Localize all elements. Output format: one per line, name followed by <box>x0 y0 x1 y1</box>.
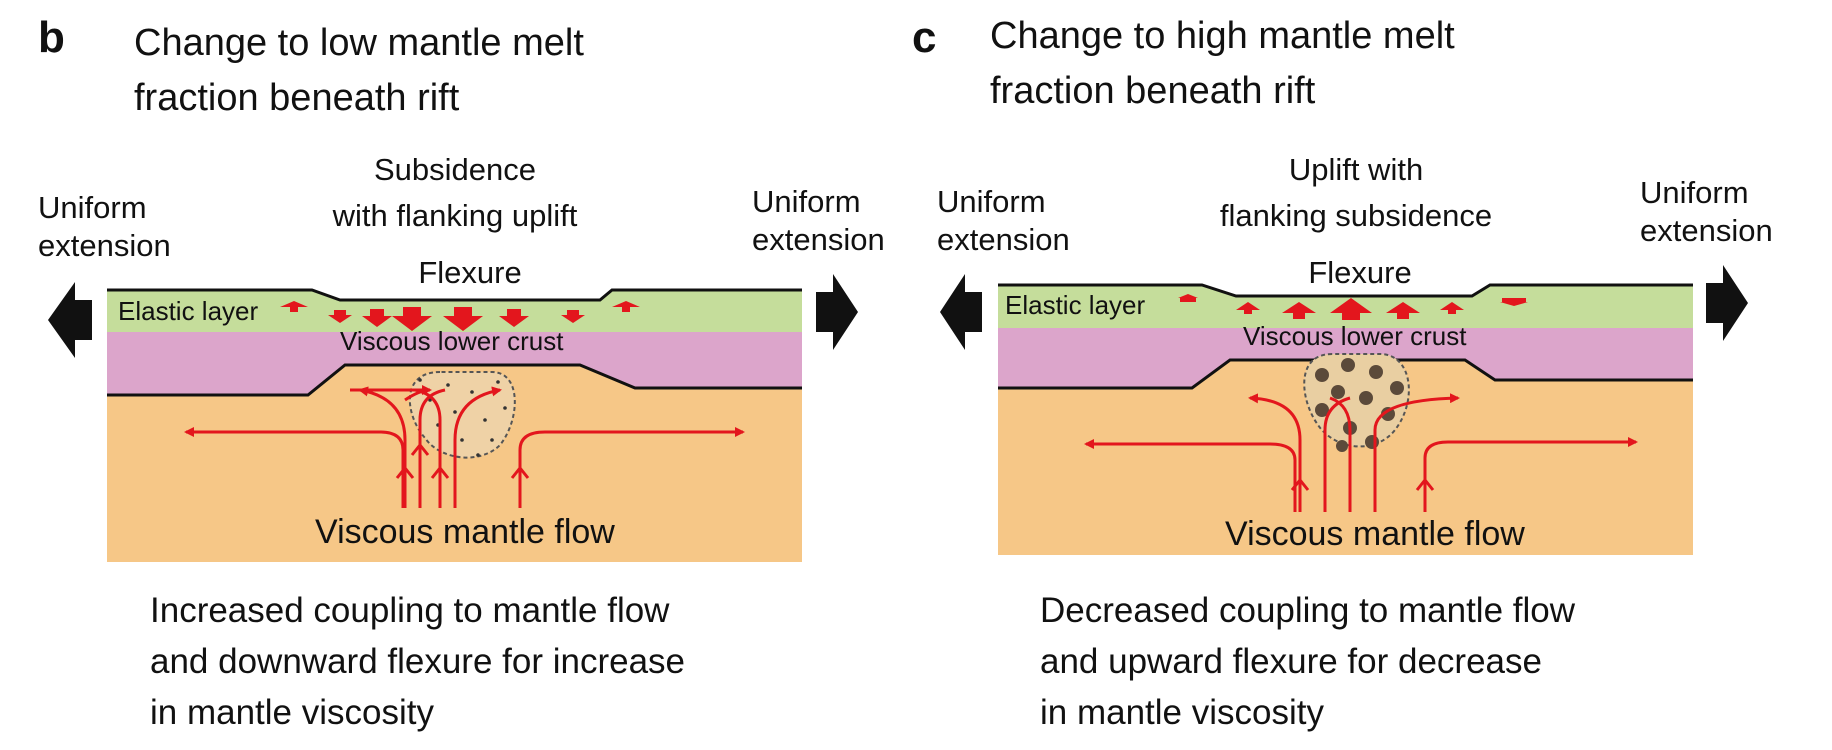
panel-title-line1: Change to low mantle melt <box>134 22 584 64</box>
flexure-arrow <box>1180 298 1196 302</box>
mantle-flow-label: Viscous mantle flow <box>1225 515 1525 553</box>
flow-arrow <box>1373 393 1460 512</box>
elastic-top-boundary <box>107 288 802 302</box>
flow-arrow <box>1329 396 1352 512</box>
flexure-arrow <box>1330 298 1372 320</box>
flexure-arrow <box>1236 302 1260 314</box>
flexure-arrow <box>1502 298 1526 302</box>
flexure-arrow <box>561 310 585 323</box>
caption-line1: Decreased coupling to mantle flow <box>1040 591 1576 630</box>
left-extension-label-line1: Uniform <box>38 190 147 225</box>
flow-arrow <box>1084 439 1297 512</box>
elastic-layer-label: Elastic layer <box>1005 290 1145 320</box>
elastic-layer-label: Elastic layer <box>118 296 258 326</box>
right-extension-arrow <box>816 274 858 350</box>
flow-arrow <box>453 386 502 508</box>
top-label-line2: with flanking uplift <box>332 198 578 233</box>
caption-line1: Increased coupling to mantle flow <box>150 591 670 630</box>
flow-arrow <box>418 388 446 508</box>
caption-line2: and downward flexure for increase <box>150 642 685 681</box>
caption-line3: in mantle viscosity <box>150 693 434 732</box>
right-extension-label-line2: extension <box>752 222 885 257</box>
top-label-line1: Subsidence <box>374 152 536 187</box>
flexure-label: Flexure <box>1308 255 1411 290</box>
flexure-arrow <box>499 309 529 327</box>
flexure-arrow <box>1500 302 1528 306</box>
left-extension-label-line2: extension <box>38 228 171 263</box>
panel-letter: c <box>912 13 936 62</box>
flow-arrow <box>358 386 407 508</box>
flexure-arrows <box>280 301 640 331</box>
flow-arrow <box>184 427 405 508</box>
right-extension-arrow <box>1706 265 1748 341</box>
flexure-arrow <box>1282 302 1316 319</box>
elastic-top-boundary <box>998 283 1693 298</box>
flow-arrow <box>1248 393 1302 512</box>
top-label-line1: Uplift with <box>1289 152 1423 187</box>
flow-arrow <box>1323 396 1351 512</box>
melt-dots <box>1315 358 1404 452</box>
flow-arrow <box>518 427 745 508</box>
lower-crust-label: Viscous lower crust <box>340 326 564 356</box>
left-extension-arrow <box>940 274 982 350</box>
caption-line2: and upward flexure for decrease <box>1040 642 1542 681</box>
mantle-flow-arrows <box>1084 393 1638 512</box>
mantle-layer <box>998 360 1693 555</box>
mantle-flow-arrows <box>184 385 745 508</box>
upflow-chevrons <box>1290 477 1435 491</box>
melt-zone <box>1303 353 1410 448</box>
crust-mantle-boundary <box>107 363 802 397</box>
flexure-arrow <box>362 309 392 327</box>
panel-c: c Change to high mantle melt fraction be… <box>912 13 1773 732</box>
flexure-arrow <box>1386 302 1420 319</box>
panel-letter: b <box>38 13 65 62</box>
caption-line3: in mantle viscosity <box>1040 693 1324 732</box>
right-extension-label-line1: Uniform <box>752 184 861 219</box>
panel-title-line1: Change to high mantle melt <box>990 15 1455 57</box>
flexure-label: Flexure <box>418 255 521 290</box>
flow-arrow <box>1423 437 1638 512</box>
left-extension-arrow <box>48 282 92 358</box>
right-extension-label-line2: extension <box>1640 213 1773 248</box>
lower-crust-label: Viscous lower crust <box>1243 321 1467 351</box>
panel-b: b Change to low mantle melt fraction ben… <box>38 13 885 732</box>
right-extension-label-line1: Uniform <box>1640 175 1749 210</box>
flexure-arrow <box>328 310 352 323</box>
flexure-arrow <box>1440 302 1464 314</box>
flexure-arrow <box>443 307 483 331</box>
flexure-arrow <box>612 301 640 312</box>
left-extension-label-line1: Uniform <box>937 184 1046 219</box>
top-label-line2: flanking subsidence <box>1220 198 1492 233</box>
upflow-chevrons <box>395 442 530 479</box>
mantle-flow-label: Viscous mantle flow <box>315 513 615 551</box>
flexure-arrows <box>1178 294 1528 320</box>
panel-title-line2: fraction beneath rift <box>134 77 460 119</box>
flexure-arrow <box>392 307 432 331</box>
flexure-arrow <box>1178 294 1198 298</box>
left-extension-label-line2: extension <box>937 222 1070 257</box>
panel-title-line2: fraction beneath rift <box>990 70 1316 112</box>
flexure-arrow <box>280 301 308 312</box>
